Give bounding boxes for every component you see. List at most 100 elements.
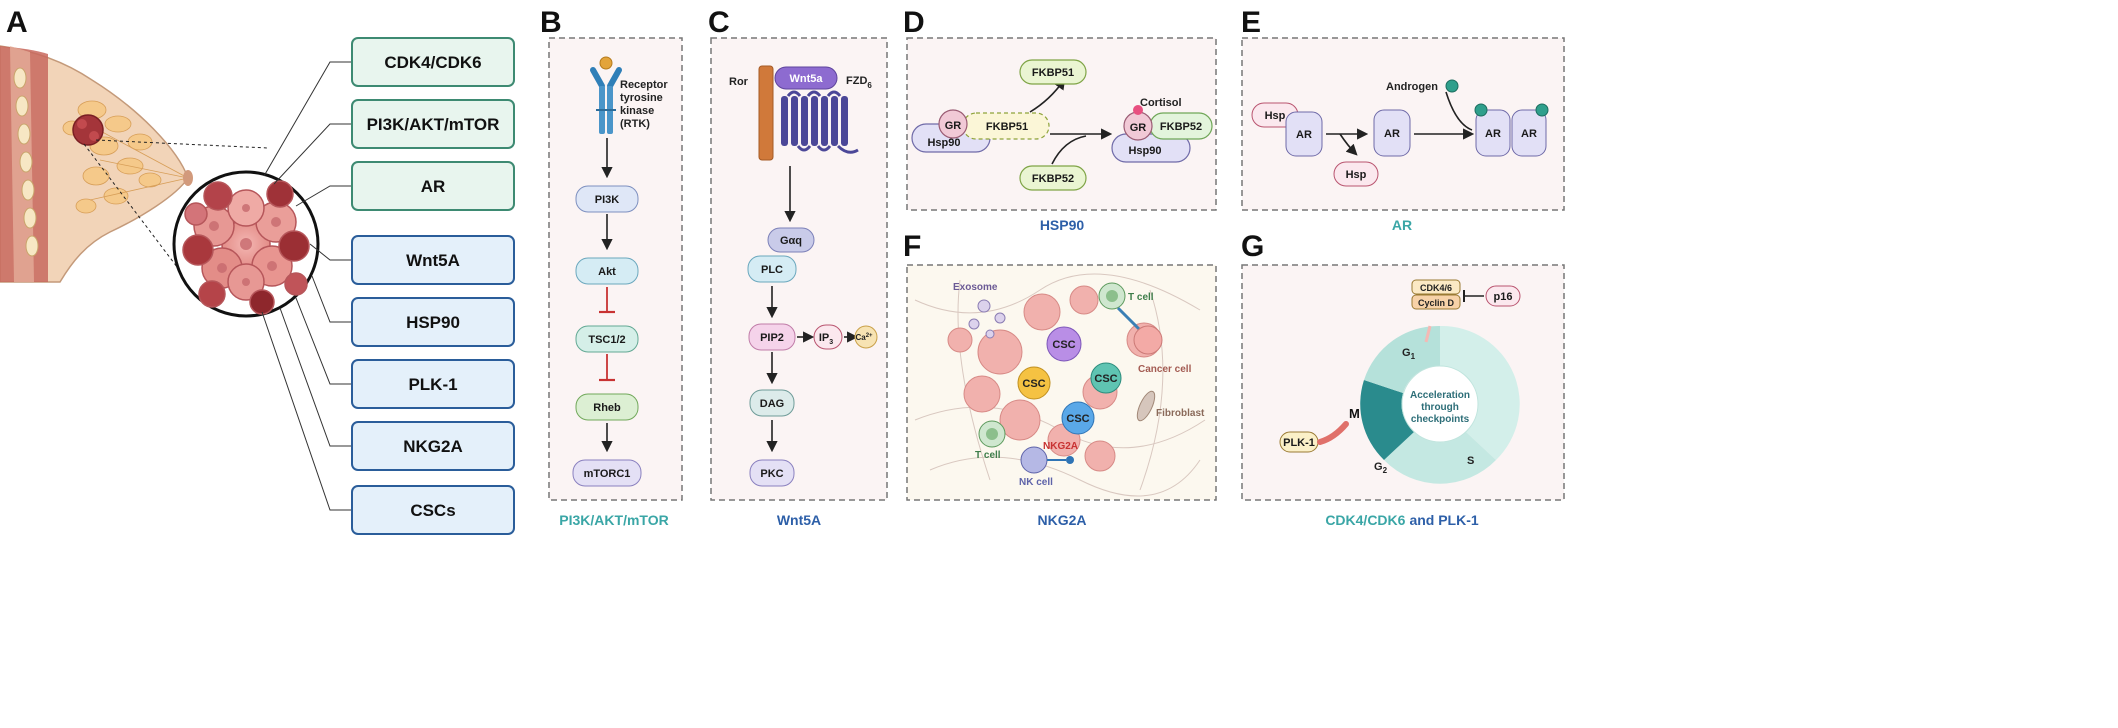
node-ip3-label: IP3 [819, 332, 833, 346]
exosome-icons [968, 299, 1006, 339]
d-fkbp52-input-label: FKBP52 [1032, 173, 1074, 185]
figure-canvas: A [0, 6, 1565, 535]
node-pkc [749, 459, 795, 487]
node-rheb-label: Rheb [593, 402, 621, 414]
f-csc-3: CSC [1022, 378, 1045, 390]
panel-letter-c: C [708, 6, 730, 39]
node-rheb [575, 393, 639, 421]
f-cancer-cell-label: Cancer cell [1138, 364, 1192, 375]
ror-receptor-icon [758, 65, 774, 161]
caption-c: Wnt5A [777, 512, 821, 528]
d-right-gr: GR [1130, 122, 1147, 134]
fzd-label: FZD6 [846, 75, 872, 90]
node-plc-label: PLC [761, 264, 783, 276]
t-cell-bottom-nucleus [986, 428, 998, 440]
node-gaq [767, 227, 815, 253]
g-center-1: Acceleration [1410, 390, 1470, 401]
target-label-plk1: PLK-1 [408, 375, 457, 394]
target-label-hsp90: HSP90 [406, 313, 460, 332]
g-g1-label: G1 [1402, 347, 1416, 361]
e-ar-dimer-right [1511, 109, 1547, 157]
target-box-ar: AR [351, 161, 515, 211]
d-fkbp51-product [1019, 59, 1087, 85]
target-box-cscs: CSCs [351, 485, 515, 535]
cdk46-box [1411, 279, 1461, 295]
arrow-e-hsp [1339, 133, 1358, 156]
ror-label: Ror [729, 76, 749, 88]
g-p16-label: p16 [1494, 291, 1513, 303]
d-cortisol-label: Cortisol [1140, 97, 1182, 109]
node-ip3 [813, 324, 843, 350]
node-pip2-label: PIP2 [760, 332, 784, 344]
rtk-label-4: (RTK) [620, 118, 650, 130]
breast-illustration [0, 45, 193, 283]
node-ca-label: Ca2+ [855, 333, 873, 342]
d-right-fkbp52: FKBP52 [1160, 121, 1202, 133]
d-left-gr: GR [945, 120, 962, 132]
g-s-label: S [1467, 455, 1474, 467]
target-label-cdk: CDK4/CDK6 [384, 53, 481, 72]
cell-cycle-ring [1360, 325, 1520, 484]
arrow-e-androgen [1445, 91, 1473, 131]
csc-cells [1017, 326, 1122, 435]
zoom-line-top [95, 139, 269, 149]
panel-letter-f: F [903, 230, 921, 263]
target-label-wnt5a: Wnt5A [406, 251, 460, 270]
node-akt [575, 257, 639, 285]
g-cyclind-label: Cyclin D [1418, 298, 1455, 308]
g-center-3: checkpoints [1411, 414, 1470, 425]
rtk-label-1: Receptor [620, 79, 668, 91]
e-hsp-free [1333, 161, 1379, 187]
e-ar-free [1373, 109, 1411, 157]
node-ca [854, 325, 878, 349]
g-cdk46-label: CDK4/6 [1420, 283, 1452, 293]
d-left-hsp90: Hsp90 [927, 137, 960, 149]
cancer-cell-icon [1133, 325, 1163, 355]
target-label-nkg2a: NKG2A [403, 437, 463, 456]
panel-letter-g: G [1241, 230, 1264, 263]
target-label-cscs: CSCs [410, 501, 455, 520]
t-cell-top-nucleus [1106, 290, 1118, 302]
target-box-pi3k: PI3K/AKT/mTOR [351, 99, 515, 149]
e-ar-bound-label: AR [1296, 129, 1312, 141]
node-tsc [575, 325, 639, 353]
nkg2a-ligand-icon [1066, 456, 1074, 464]
f-nkg2a-label: NKG2A [1043, 441, 1078, 452]
caption-b: PI3K/AKT/mTOR [559, 512, 668, 528]
node-pip2 [748, 323, 796, 351]
cyclind-box [1411, 294, 1461, 310]
tumor-magnified [172, 170, 320, 318]
hsp90-complex-left [911, 109, 1050, 153]
fibroblast-icon [1136, 390, 1156, 422]
panel-c-frame [710, 37, 888, 501]
g-plk1-label: PLK-1 [1283, 437, 1315, 449]
caption-d: HSP90 [1040, 217, 1085, 233]
g-m-label: M [1349, 406, 1360, 421]
panel-f-frame [906, 264, 1217, 501]
rtk-label-3: kinase [620, 105, 654, 117]
panel-letter-d: D [903, 6, 925, 39]
panel-letter-b: B [540, 6, 562, 39]
target-label-pi3k: PI3K/AKT/mTOR [367, 115, 500, 134]
f-tcell-bottom-label: T cell [975, 450, 1001, 461]
fzd6-receptor-icon [781, 90, 859, 154]
node-gaq-label: Gαq [780, 235, 802, 247]
node-mtorc1 [572, 459, 642, 487]
target-label-ar: AR [421, 177, 446, 196]
e-ar-dimer-left-label: AR [1485, 128, 1501, 140]
node-dag [749, 389, 795, 417]
f-exosome-label: Exosome [953, 282, 998, 293]
androgen-bound-left-icon [1474, 103, 1488, 117]
node-dag-label: DAG [760, 398, 784, 410]
g-g2-label: G2 [1374, 461, 1388, 475]
e-ar-free-label: AR [1384, 128, 1400, 140]
f-tcell-top-label: T cell [1128, 292, 1154, 303]
target-box-plk1: PLK-1 [351, 359, 515, 409]
androgen-bound-right-icon [1535, 103, 1549, 117]
p16-node [1485, 285, 1521, 307]
f-csc-2: CSC [1094, 373, 1117, 385]
d-left-fkbp51: FKBP51 [986, 121, 1028, 133]
plk1-action-icon [1317, 421, 1349, 445]
node-pi3k [575, 185, 639, 213]
